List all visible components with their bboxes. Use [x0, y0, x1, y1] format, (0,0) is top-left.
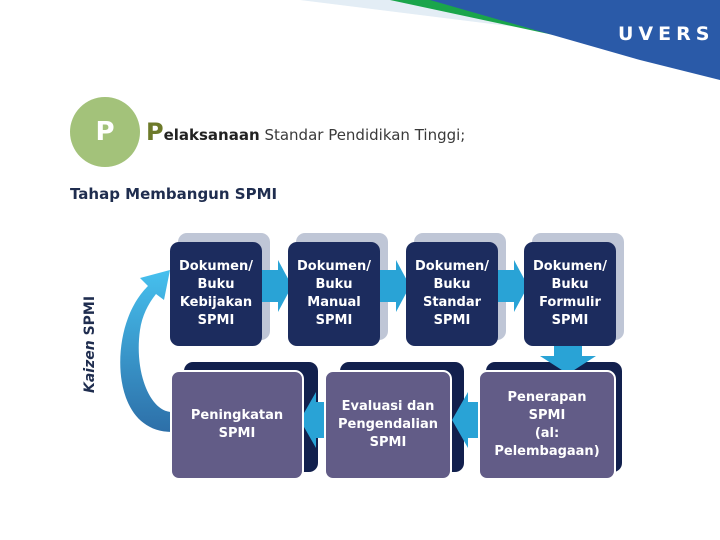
box-penerapan: Penerapan SPMI (al: Pelembagaan): [478, 370, 616, 480]
box-kebijakan: Dokumen/ Buku Kebijakan SPMI: [170, 242, 262, 346]
kaizen-label-italic: Kaizen: [82, 340, 98, 393]
arrow-left: [452, 392, 486, 448]
title-initial: P: [146, 118, 164, 146]
title-rest: Standar Pendidikan Tinggi;: [259, 126, 466, 144]
box-peningkatan: Peningkatan SPMI: [170, 370, 304, 480]
arrow-down: [540, 344, 596, 374]
box-standar: Dokumen/ Buku Standar SPMI: [406, 242, 498, 346]
arrow-right: [378, 260, 410, 312]
arrow-right: [260, 260, 292, 312]
header-banner: [300, 0, 720, 80]
kaizen-label: Kaizen SPMI: [82, 297, 98, 393]
kaizen-label-rest: SPMI: [82, 297, 98, 340]
box-manual: Dokumen/ Buku Manual SPMI: [288, 242, 380, 346]
box-evaluasi: Evaluasi dan Pengendalian SPMI: [324, 370, 452, 480]
arrow-right: [496, 260, 528, 312]
page-title: Pelaksanaan Standar Pendidikan Tinggi;: [146, 118, 646, 146]
title-bold: elaksanaan: [163, 126, 260, 144]
kaizen-cycle-arrow: [120, 270, 172, 432]
uvers-logo: UVERS: [618, 23, 715, 45]
box-formulir: Dokumen/ Buku Formulir SPMI: [524, 242, 616, 346]
section-subtitle: Tahap Membangun SPMI: [70, 185, 278, 203]
section-badge: P: [70, 97, 140, 167]
banner-blue-band: [430, 0, 720, 80]
svg-text:Kaizen SPMI: Kaizen SPMI: [82, 297, 98, 393]
